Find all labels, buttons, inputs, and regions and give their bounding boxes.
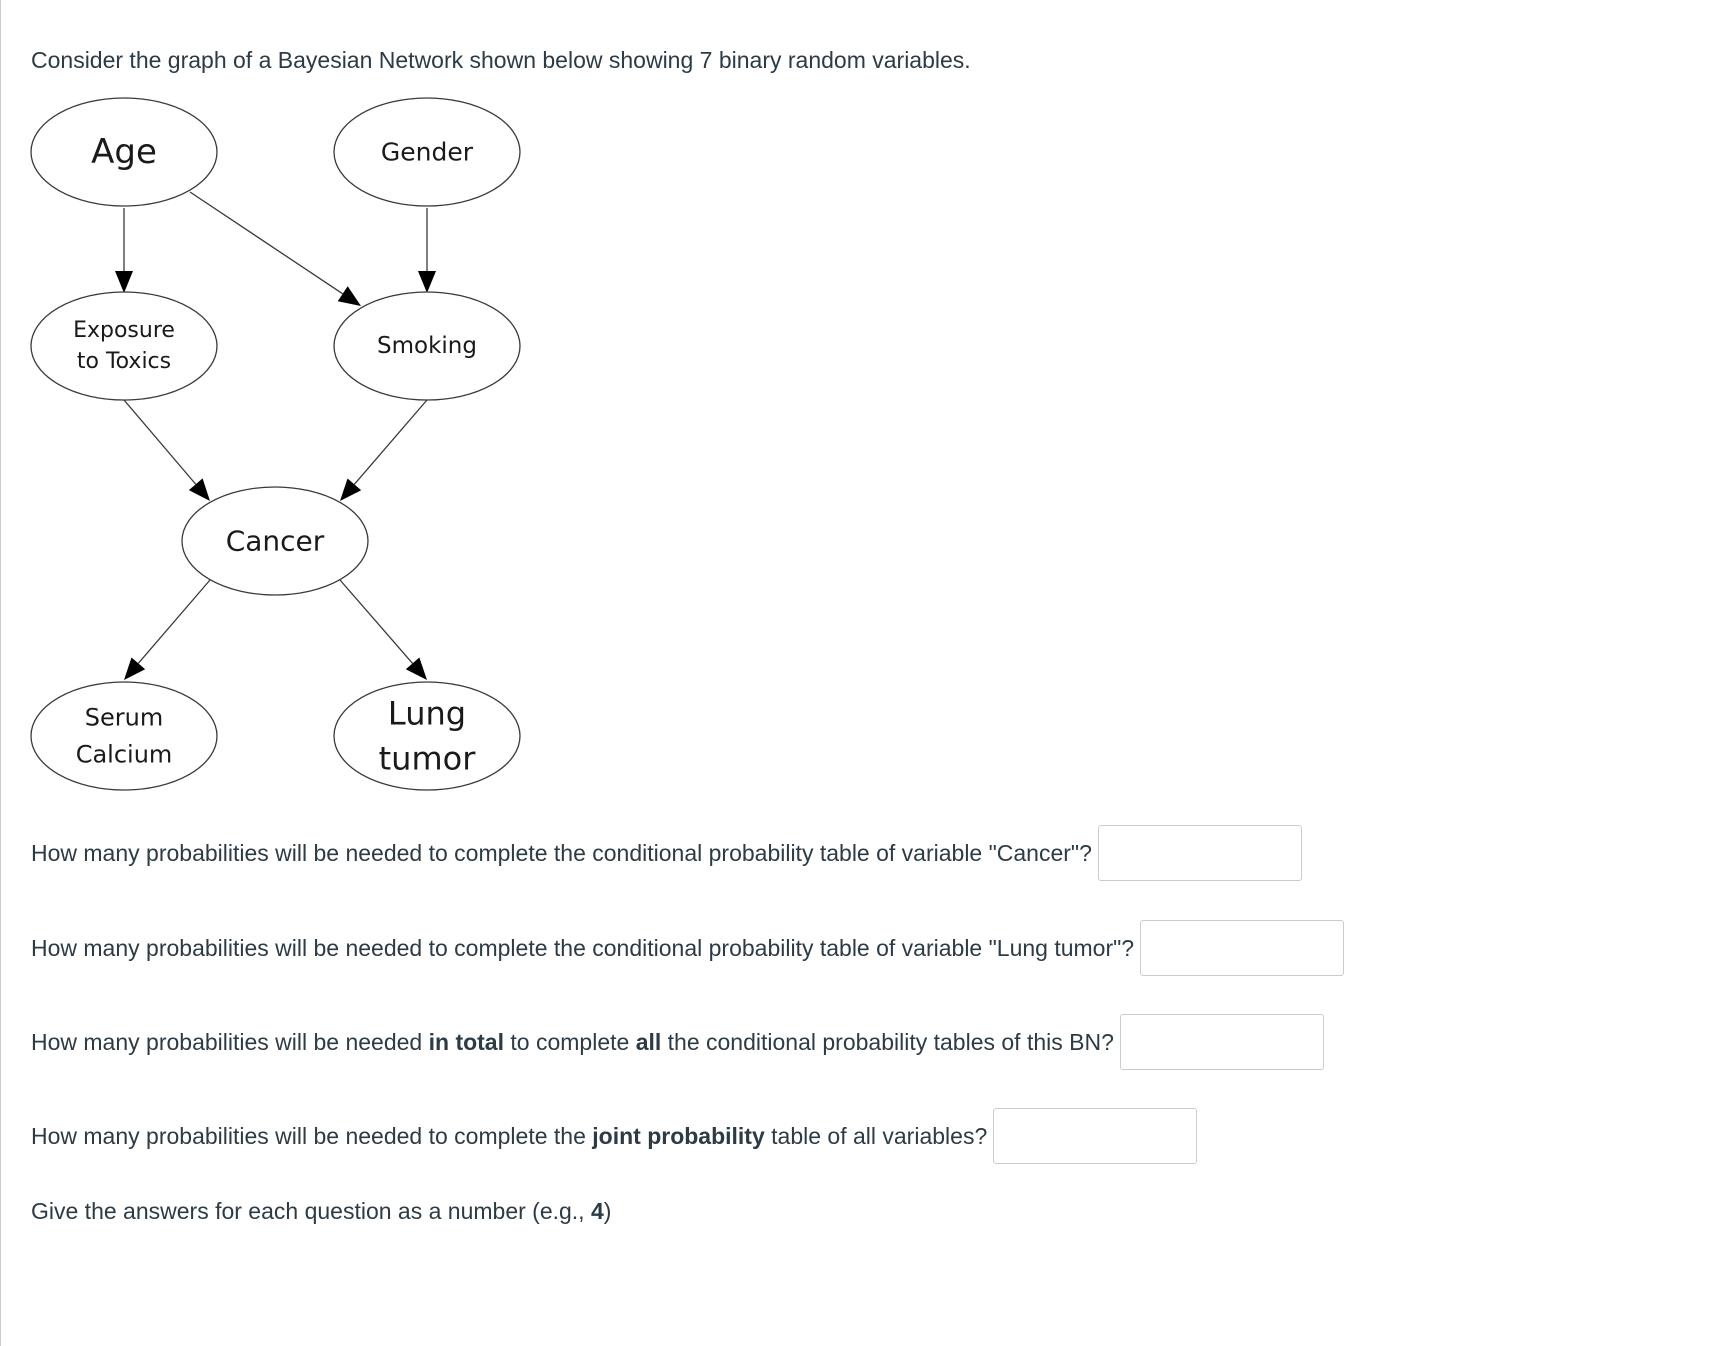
question-joint-post: table of all variables? [764,1122,988,1149]
question-joint-bold: joint probability [592,1122,765,1149]
node-cancer: Cancer [181,486,369,596]
question-joint-text: How many probabilities will be needed to… [31,1123,987,1150]
edge-cancer-to-lung [339,579,414,664]
arrowhead-gender-to-smoking [418,271,436,293]
node-smoking-ellipse [333,291,521,401]
node-lung-label-line-1: Lung [388,695,466,733]
answer-input-cancer-cpt[interactable] [1097,825,1302,881]
arrowhead-cancer-to-serum [124,657,146,680]
node-lung-label-line-2: tumor [379,740,477,778]
node-gender-ellipse [333,97,521,207]
node-lung: Lung tumor [333,681,521,791]
question-cancer-cpt: How many probabilities will be needed to… [31,824,1302,882]
node-exposure-label-line-2: to Toxics [77,349,171,374]
arrowhead-exposure-to-cancer [188,478,210,501]
question-total-bold-all: all [635,1028,662,1055]
hint-text: Give the answers for each question as a … [31,1198,591,1224]
node-exposure-ellipse [30,291,218,401]
node-cancer-label-line-1: Cancer [226,525,325,558]
arrowhead-age-to-exposure [115,271,133,293]
arrowhead-cancer-to-lung [405,657,427,680]
edges-layer [115,191,436,680]
node-exposure: Exposure to Toxics [30,291,218,401]
hint-close: ) [603,1198,612,1224]
edge-age-to-smoking [189,191,344,295]
question-lung-tumor-cpt: How many probabilities will be needed to… [31,919,1345,977]
node-serum-ellipse [30,681,218,791]
intro-text: Consider the graph of a Bayesian Network… [31,47,971,73]
node-serum-label-line-1: Serum [85,704,163,732]
node-lung-ellipse [333,681,521,791]
page-left-border [0,0,1,1346]
question-joint-pre: How many probabilities will be needed to… [31,1122,593,1149]
edge-exposure-to-cancer [123,399,197,485]
node-smoking: Smoking [333,291,521,401]
question-total-mid: to complete [504,1028,636,1055]
question-lung-tumor-text: How many probabilities will be needed to… [31,934,1135,961]
answer-format-hint: Give the answers for each question as a … [31,1195,611,1227]
answer-input-joint-table[interactable] [993,1108,1198,1164]
question-total-pre: How many probabilities will be needed [31,1028,429,1055]
node-serum-label-line-2: Calcium [76,741,173,769]
question-total-post: the conditional probability tables of th… [661,1028,1114,1055]
edge-cancer-to-serum [137,579,211,664]
answer-input-total-cpt[interactable] [1119,1014,1324,1070]
node-gender-label-line-1: Gender [381,138,474,167]
node-gender: Gender [333,97,521,207]
arrowhead-smoking-to-cancer [340,478,362,501]
question-joint-table: How many probabilities will be needed to… [31,1107,1198,1165]
question-cancer-text: How many probabilities will be needed to… [31,839,1092,866]
node-exposure-label-line-1: Exposure [73,318,175,343]
node-age: Age [30,97,218,207]
node-age-label-line-1: Age [91,132,157,172]
answer-input-lung-tumor-cpt[interactable] [1140,920,1345,976]
question-total-text: How many probabilities will be needed in… [31,1029,1114,1056]
question-total-cpt: How many probabilities will be needed in… [31,1013,1324,1071]
node-smoking-label-line-1: Smoking [377,333,477,359]
node-age-ellipse [30,97,218,207]
question-total-bold-in-total: in total [428,1028,504,1055]
hint-example: 4 [590,1198,604,1224]
edge-smoking-to-cancer [353,399,428,485]
arrowhead-age-to-smoking [337,286,361,306]
node-cancer-ellipse [181,486,369,596]
